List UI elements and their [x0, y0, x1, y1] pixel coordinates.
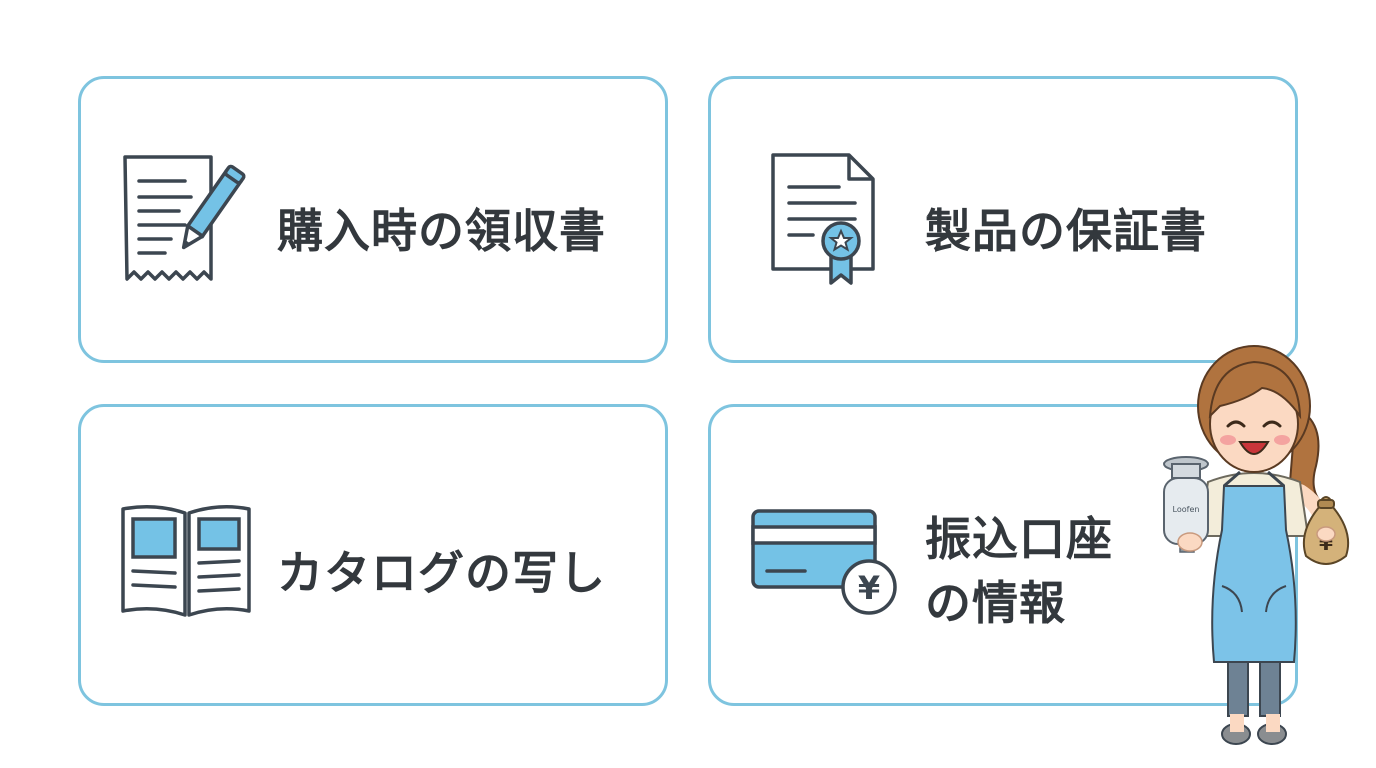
warranty-label: 製品の保証書 — [925, 204, 1207, 258]
warranty-card: 製品の保証書 — [708, 76, 1298, 363]
bank-account-card: ¥ 振込口座 の情報 — [708, 404, 1298, 706]
bank-account-label: 振込口座 の情報 — [925, 507, 1113, 635]
receipt-label: 購入時の領収書 — [277, 204, 606, 258]
open-book-icon — [121, 505, 251, 617]
receipt-card: 購入時の領収書 — [78, 76, 668, 363]
bank-account-label-line-2: の情報 — [925, 576, 1066, 630]
device-brand-label: Loofen — [1173, 505, 1200, 514]
card-yen-icon: ¥ — [751, 509, 897, 615]
receipt-pen-icon — [123, 155, 246, 281]
catalog-label: カタログの写し — [277, 546, 606, 600]
woman-illustration: Loofen ¥ — [1163, 345, 1350, 745]
bank-account-label-line-1: 振込口座 — [925, 512, 1113, 566]
yen-symbol: ¥ — [858, 569, 880, 607]
catalog-card: カタログの写し — [78, 404, 668, 706]
certificate-icon — [771, 153, 875, 285]
